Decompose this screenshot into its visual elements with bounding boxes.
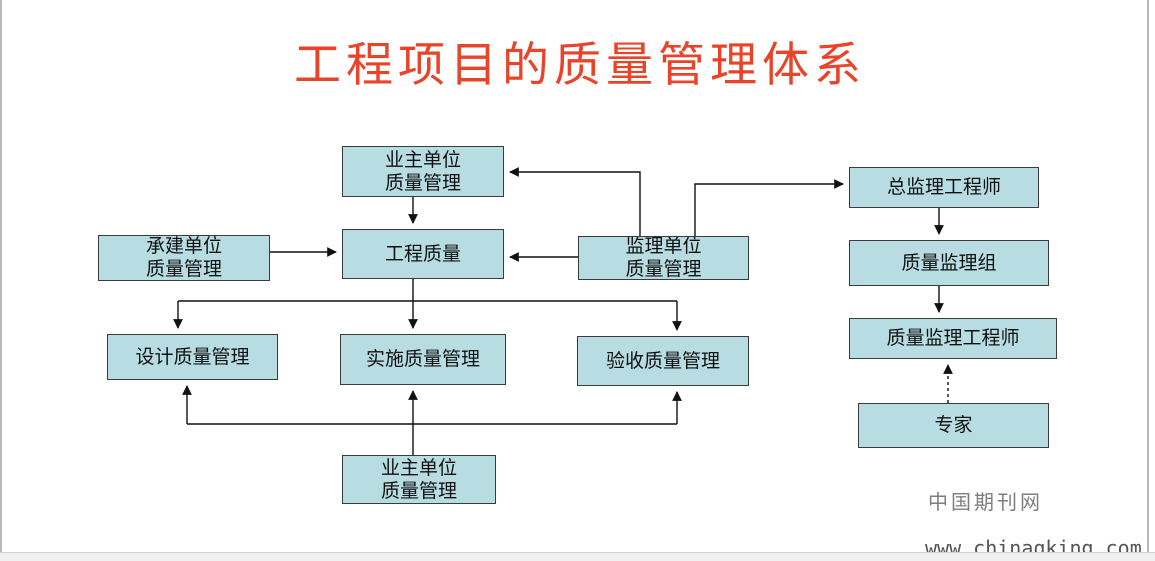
- construction-quality-management-box: 实施质量管理: [340, 334, 506, 385]
- diagram-title: 工程项目的质量管理体系: [294, 38, 866, 93]
- project-quality-label: 工程质量: [384, 242, 461, 265]
- chief-supervision-engineer-box: 总监理工程师: [849, 167, 1039, 208]
- arrow-supervision-to-chief-engineer: [694, 179, 844, 236]
- arrow-supervision-to-owner: [509, 167, 641, 236]
- supervision-quality-management-box: 监理单位 质量管理: [578, 236, 749, 280]
- bottom-border-strip: [0, 552, 1155, 561]
- expert-box: 专家: [858, 403, 1049, 448]
- acceptance-quality-management-label: 验收质量管理: [605, 349, 720, 372]
- quality-supervision-group-label: 质量监理组: [901, 251, 997, 274]
- quality-supervision-engineer-label: 质量监理工程师: [886, 327, 1020, 349]
- expert-label: 专家: [934, 414, 973, 436]
- owner-bottom-line-2: 质量管理: [380, 479, 457, 502]
- supervision-quality-line-2: 质量管理: [625, 258, 702, 280]
- design-quality-management-box: 设计质量管理: [107, 334, 278, 380]
- owner-quality-management-bottom-box: 业主单位 质量管理: [342, 455, 496, 504]
- project-quality-box: 工程质量: [342, 229, 504, 279]
- chief-supervision-engineer-label: 总监理工程师: [886, 176, 1001, 198]
- owner-quality-line-2: 质量管理: [384, 171, 461, 194]
- contractor-quality-line-2: 质量管理: [145, 258, 222, 280]
- watermark-site-name: 中国期刊网: [928, 490, 1043, 514]
- construction-quality-management-label: 实施质量管理: [365, 348, 480, 370]
- owner-quality-management-box: 业主单位 质量管理: [342, 146, 504, 197]
- design-quality-management-label: 设计质量管理: [135, 345, 250, 368]
- owner-quality-line-1: 业主单位: [384, 148, 461, 171]
- contractor-quality-management-box: 承建单位 质量管理: [98, 235, 270, 281]
- contractor-quality-line-1: 承建单位: [145, 235, 222, 257]
- owner-bottom-line-1: 业主单位: [380, 456, 457, 479]
- quality-supervision-engineer-box: 质量监理工程师: [849, 318, 1057, 359]
- right-border-line: [1147, 0, 1149, 561]
- acceptance-quality-management-box: 验收质量管理: [577, 336, 749, 386]
- left-border-line: [0, 0, 2, 561]
- quality-supervision-group-box: 质量监理组: [849, 240, 1049, 286]
- supervision-quality-line-1: 监理单位: [625, 236, 702, 257]
